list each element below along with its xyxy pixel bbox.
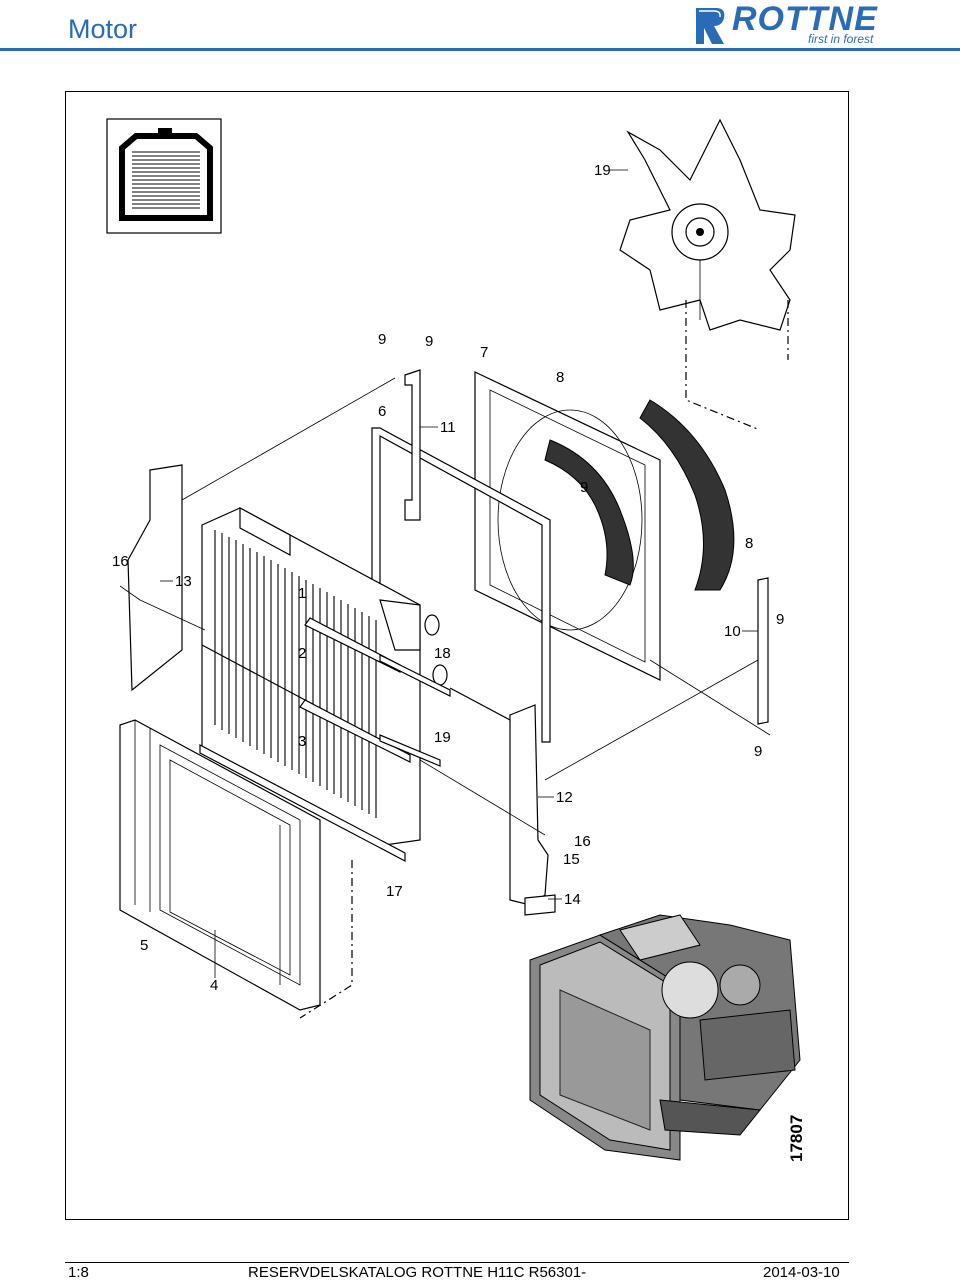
- callout-18: 19: [594, 162, 611, 179]
- callout-19a: 18: [434, 645, 451, 662]
- inset-filter-icon: [106, 118, 222, 234]
- fan: [619, 118, 796, 331]
- assembly-lines: [119, 377, 771, 836]
- page-title: Motor: [68, 14, 138, 44]
- cooler-dash-line: [299, 860, 353, 1019]
- engine-assembly-illustration: [529, 914, 801, 1161]
- bracket-15: [524, 894, 556, 916]
- seal-strip-19-lower: [379, 734, 441, 767]
- side-plate-left: [127, 464, 183, 692]
- footer-scale: 1:8: [68, 1264, 89, 1281]
- logo-tagline: first in forest: [808, 32, 874, 46]
- bracket-11: [404, 369, 421, 521]
- figure-id: 17807: [787, 1115, 806, 1162]
- callout-17: 17: [386, 883, 403, 900]
- side-plate-right: [509, 704, 549, 906]
- callout-9c: 9: [580, 479, 588, 496]
- callout-4: 4: [210, 977, 218, 994]
- callout-15: 14: [564, 891, 581, 908]
- callout-16a: 16: [112, 553, 129, 570]
- callout-12: 12: [556, 789, 573, 806]
- callout-2: 2: [298, 645, 306, 662]
- fan-dash-lines: [685, 300, 789, 431]
- logo-word: ROTTNE: [732, 0, 878, 38]
- callout-9b: 9: [425, 333, 433, 350]
- callout-5: 5: [140, 937, 148, 954]
- callout-8a: 8: [556, 369, 564, 386]
- header-rule: [0, 48, 960, 51]
- seal-strip-19-upper: [379, 654, 451, 697]
- callout-8b: 8: [745, 535, 753, 552]
- fan-shroud: [474, 371, 661, 681]
- radiator-block: [201, 506, 448, 846]
- callout-11: 11: [440, 419, 456, 436]
- footer-date: 2014-03-10: [763, 1264, 840, 1281]
- callout-3: 3: [298, 733, 306, 750]
- callout-9e: 9: [754, 743, 762, 760]
- callout-16b: 16: [574, 833, 591, 850]
- rottne-emblem-icon: [696, 8, 725, 44]
- footer-catalog: RESERVDELSKATALOG ROTTNE H11C R56301-: [248, 1264, 587, 1281]
- callout-10: 10: [724, 623, 741, 640]
- callout-13: 13: [175, 573, 192, 590]
- perforated-shroud: [544, 399, 735, 591]
- callout-7: 7: [480, 344, 488, 361]
- seal-strip-17: [199, 744, 406, 862]
- callout-14: 15: [563, 851, 580, 868]
- callout-9d: 9: [776, 611, 784, 628]
- footer-rule: [65, 1262, 849, 1263]
- seal-strip-line: [449, 687, 511, 721]
- callout-1: 1: [298, 585, 306, 602]
- callout-19b: 19: [434, 729, 451, 746]
- callout-6: 6: [378, 403, 386, 420]
- bracket-10: [757, 577, 769, 725]
- diagram-frame: [65, 91, 849, 1220]
- rottne-logo: ROTTNE first in forest: [690, 0, 900, 48]
- callout-9a: 9: [378, 331, 386, 348]
